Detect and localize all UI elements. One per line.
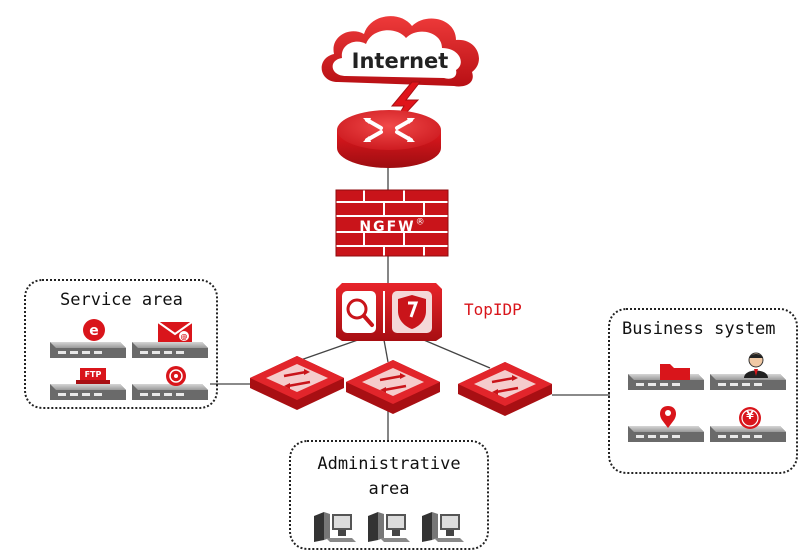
workstation-icon (314, 512, 356, 542)
shield-icon (398, 295, 426, 329)
switch-middle-icon (346, 360, 440, 414)
workstation-icon (422, 512, 464, 542)
streaming-icon (166, 366, 186, 386)
server-icon (50, 384, 126, 400)
topidp-appliance-icon (336, 283, 442, 341)
ie-icon: e (83, 319, 105, 341)
svg-text:e: e (89, 323, 99, 339)
location-icon (660, 406, 676, 428)
service-area-title: Service area (60, 290, 183, 310)
workstation-icon (368, 512, 410, 542)
switch-right-icon (458, 362, 552, 416)
administrative-area-box (289, 440, 489, 550)
ngfw-firewall-icon (335, 189, 449, 257)
business-system-servers (628, 352, 786, 442)
business-system-box (608, 308, 798, 474)
server-icon (628, 426, 704, 442)
ngfw-registered-mark: ® (415, 217, 425, 228)
service-area-box (24, 279, 218, 409)
administrative-area-title-line2: area (368, 479, 410, 499)
svg-text:@: @ (181, 333, 188, 341)
service-area-servers: e @ (50, 319, 208, 400)
server-icon (132, 384, 208, 400)
product-label: TopIDP (464, 300, 522, 319)
yen-icon (739, 407, 761, 429)
switch-left-icon (250, 356, 344, 410)
ftp-label: FTP (84, 370, 102, 379)
idp-to-switch-mid-line (383, 339, 389, 363)
folder-icon (660, 364, 690, 380)
ngfw-label: NGFW (359, 219, 416, 235)
yen-label: ¥ (746, 409, 754, 422)
mail-icon: @ (157, 321, 193, 342)
internet-label: Internet (352, 49, 449, 73)
business-system-title: Business system (622, 319, 776, 339)
magnifier-icon (346, 298, 374, 327)
ftp-icon (76, 368, 110, 384)
server-icon (710, 426, 786, 442)
administrative-area-title-line1: Administrative (317, 454, 461, 474)
administrative-workstations (314, 512, 464, 542)
server-icon (132, 342, 208, 358)
router-icon (337, 110, 441, 168)
user-icon (744, 352, 768, 378)
ngfw-label-wrap: NGFW® (334, 216, 450, 235)
server-icon (50, 342, 126, 358)
internet-cloud: Internet (321, 16, 479, 87)
